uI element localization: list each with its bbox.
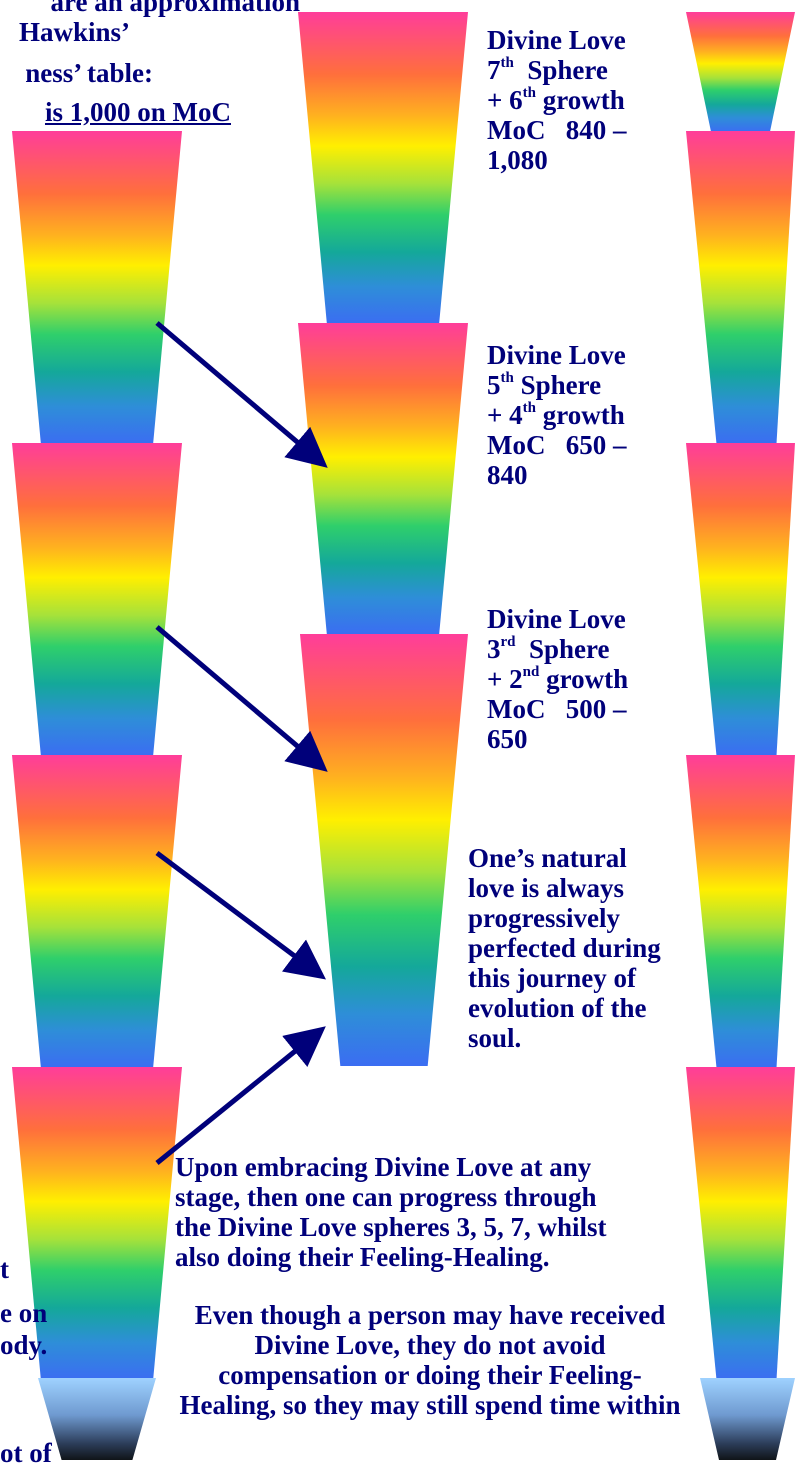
intro-line-4: is 1,000 on MoC — [0, 97, 231, 127]
sphere-3-number-suffix: rd — [501, 634, 516, 650]
sphere-7-growth-suffix: th — [523, 85, 536, 101]
sphere-7-moc: MoC — [487, 115, 545, 145]
embracing-line: the Divine Love spheres 3, 5, 7, whilst — [175, 1212, 695, 1242]
sphere-5-moc: MoC — [487, 430, 545, 460]
arrow-up-to-natural-love — [157, 1031, 320, 1163]
even-though-line: compensation or doing their Feeling- — [150, 1360, 710, 1390]
arrow-to-3rd-sphere — [157, 627, 322, 767]
sphere-3-moc-to: 650 — [487, 724, 677, 754]
even-though-line: Divine Love, they do not avoid — [150, 1330, 710, 1360]
natural-love-line: perfected during — [468, 933, 698, 963]
left-fragment-3: ody. — [0, 1330, 47, 1360]
sphere-5-label: Divine Love 5th Sphere + 4th growth MoC … — [487, 340, 677, 490]
sphere-5-word: Sphere — [521, 370, 602, 400]
sphere-5-number-suffix: th — [501, 370, 514, 386]
sphere-3-number: 3 — [487, 634, 501, 664]
sphere-3-word: Sphere — [529, 634, 610, 664]
sphere-5-moc-from: 650 – — [566, 430, 627, 460]
natural-love-line: this journey of — [468, 963, 698, 993]
even-though-line: Healing, so they may still spend time wi… — [150, 1390, 710, 1420]
sphere-7-number-suffix: th — [501, 55, 514, 71]
sphere-5-moc-to: 840 — [487, 460, 677, 490]
sphere-3-label: Divine Love 3rd Sphere + 2nd growth MoC … — [487, 604, 677, 754]
even-though-line: Even though a person may have received — [150, 1300, 710, 1330]
sphere-5-title: Divine Love — [487, 340, 677, 370]
natural-love-text: One’s natural love is always progressive… — [468, 843, 698, 1053]
sphere-3-title: Divine Love — [487, 604, 677, 634]
embracing-line: Upon embracing Divine Love at any — [175, 1152, 695, 1182]
sphere-3-moc-from: 500 – — [566, 694, 627, 724]
even-though-text: Even though a person may have received D… — [150, 1300, 710, 1420]
sphere-5-growth-word: growth — [543, 400, 625, 430]
sphere-7-moc-from: 840 – — [566, 115, 627, 145]
natural-love-line: love is always — [468, 873, 698, 903]
sphere-7-moc-to: 1,080 — [487, 145, 677, 175]
sphere-5-number: 5 — [487, 370, 501, 400]
intro-line-2: Hawkins’ — [0, 17, 130, 47]
natural-love-line: evolution of the — [468, 993, 698, 1023]
arrow-to-natural-love — [157, 853, 320, 975]
sphere-7-word: Sphere — [527, 55, 608, 85]
left-fragment-1: t — [0, 1254, 9, 1284]
sphere-3-moc: MoC — [487, 694, 545, 724]
arrow-to-5th-sphere — [157, 323, 322, 463]
embracing-line: stage, then one can progress through — [175, 1182, 695, 1212]
natural-love-line: soul. — [468, 1023, 698, 1053]
sphere-7-title: Divine Love — [487, 25, 677, 55]
natural-love-line: progressively — [468, 903, 698, 933]
intro-line-3: ness’ table: — [0, 58, 153, 88]
sphere-3-growth-word: growth — [546, 664, 628, 694]
left-fragment-2: e on — [0, 1298, 47, 1328]
left-fragment-4: ot of — [0, 1438, 52, 1468]
natural-love-line: One’s natural — [468, 843, 698, 873]
embracing-text: Upon embracing Divine Love at any stage,… — [175, 1152, 695, 1272]
embracing-line: also doing their Feeling-Healing. — [175, 1242, 695, 1272]
sphere-3-growth-suffix: nd — [523, 664, 540, 680]
intro-line-1: are an approximation — [0, 0, 300, 17]
sphere-5-growth-suffix: th — [523, 400, 536, 416]
sphere-7-growth-word: growth — [543, 85, 625, 115]
sphere-3-growth-number: + 2 — [487, 664, 523, 694]
sphere-7-number: 7 — [487, 55, 501, 85]
sphere-7-growth-number: + 6 — [487, 85, 523, 115]
sphere-7-label: Divine Love 7th Sphere + 6th growth MoC … — [487, 25, 677, 175]
sphere-5-growth-number: + 4 — [487, 400, 523, 430]
